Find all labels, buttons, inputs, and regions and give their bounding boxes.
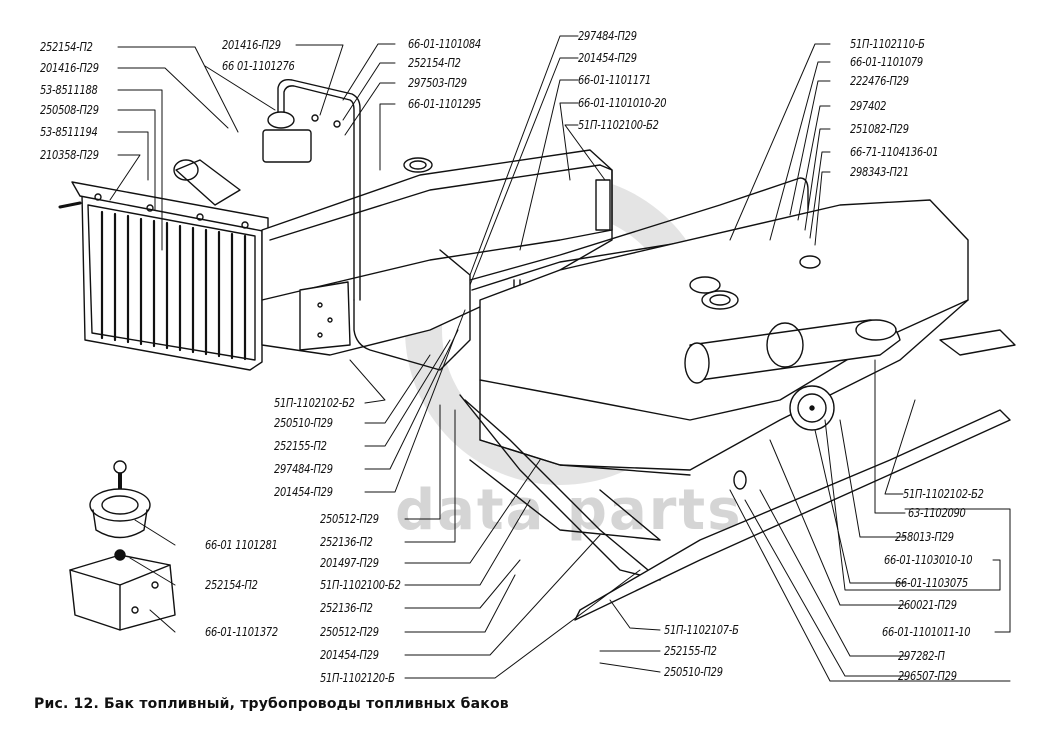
part-label: 66-01-1101010-20	[578, 95, 667, 110]
right-fuel-tank	[479, 199, 969, 476]
part-label: 296507-П29	[898, 668, 957, 683]
part-label: 210358-П29	[40, 147, 99, 162]
fuel-filter	[262, 78, 456, 371]
left-fuel-tank	[173, 149, 613, 356]
leader-lines	[109, 35, 1011, 682]
part-label: 260021-П29	[898, 597, 957, 612]
part-label: 201497-П29	[320, 555, 379, 570]
part-label: 53-8511188	[40, 82, 98, 97]
part-label: 201416-П29	[222, 37, 281, 52]
part-label: 201454-П29	[320, 647, 379, 662]
part-label: 66-01 1101281	[205, 537, 278, 552]
part-label: 297484-П29	[274, 461, 333, 476]
part-label: 51П-1102107-Б	[664, 622, 739, 637]
part-label: 51П-1102110-Б	[850, 36, 925, 51]
filter-inset	[69, 460, 176, 631]
part-label: 297484-П29	[578, 28, 637, 43]
part-label: 201454-П29	[578, 50, 637, 65]
mounting-brackets	[459, 329, 1016, 621]
mud-flap	[58, 181, 269, 371]
part-label: 298343-П21	[850, 164, 909, 179]
part-label: 297402	[850, 98, 887, 113]
part-label: 201454-П29	[274, 484, 333, 499]
part-label: 252136-П2	[320, 600, 373, 615]
part-label: 252154-П2	[40, 39, 93, 54]
part-label: 222476-П29	[850, 73, 909, 88]
part-label: 63-1102090	[908, 505, 966, 520]
part-label: 251082-П29	[850, 121, 909, 136]
part-label: 51П-1102100-Б2	[320, 577, 401, 592]
part-label: 252154-П2	[408, 55, 461, 70]
part-label: 53-8511194	[40, 124, 98, 139]
part-label: 51П-1102120-Б	[320, 670, 395, 685]
part-label: 51П-1102102-Б2	[274, 395, 355, 410]
part-label: 250512-П29	[320, 511, 379, 526]
part-label: 297503-П29	[408, 75, 467, 90]
part-label: 66-01-1101079	[850, 54, 923, 69]
part-label: 252155-П2	[274, 438, 327, 453]
part-label: 250508-П29	[40, 102, 99, 117]
part-label: 252155-П2	[664, 643, 717, 658]
part-label: 51П-1102102-Б2	[903, 486, 984, 501]
part-label: 66-01-1101084	[408, 36, 481, 51]
part-label: 66-01-1101372	[205, 624, 278, 639]
part-label: 252136-П2	[320, 534, 373, 549]
watermark: data parts	[395, 478, 743, 543]
part-label: 250510-П29	[274, 415, 333, 430]
part-label: 252154-П2	[205, 577, 258, 592]
part-label: 66 01-1101276	[222, 58, 295, 73]
figure-caption: Рис. 12. Бак топливный, трубопроводы топ…	[34, 696, 509, 712]
part-label: 250512-П29	[320, 624, 379, 639]
part-label: 66-01-1101295	[408, 96, 481, 111]
part-label: 258013-П29	[895, 529, 954, 544]
part-label: 51П-1102100-Б2	[578, 117, 659, 132]
part-label: 66-01-1101011-10	[882, 624, 971, 639]
part-label: 297282-П	[898, 648, 945, 663]
part-label: 250510-П29	[664, 664, 723, 679]
part-label: 66-01-1101171	[578, 72, 651, 87]
part-label: 66-01-1103010-10	[884, 552, 973, 567]
part-label: 201416-П29	[40, 60, 99, 75]
part-label: 66-71-1104136-01	[850, 144, 939, 159]
part-label: 66-01-1103075	[895, 575, 968, 590]
